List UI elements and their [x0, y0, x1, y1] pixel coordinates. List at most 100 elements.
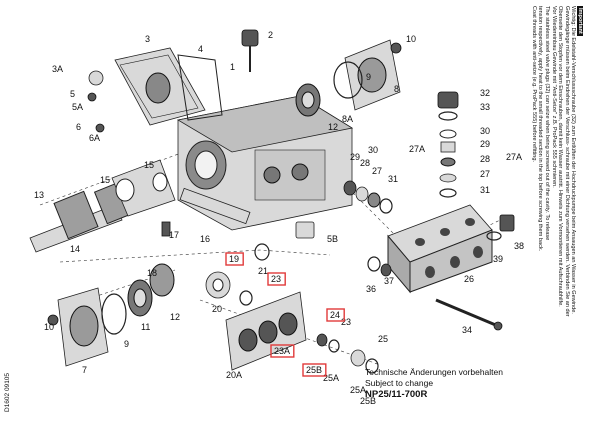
part-callout: 34 [462, 325, 472, 335]
part-callout: 33 [480, 102, 490, 112]
part-callout: 39 [493, 254, 503, 264]
pump-head [387, 204, 493, 294]
important-heading: Important [577, 6, 583, 36]
plunger-seals [205, 243, 270, 306]
part-callout: 9 [366, 72, 371, 82]
part-callout: 30 [480, 126, 490, 136]
part-callout: 29 [350, 152, 360, 162]
part-callout: 9 [124, 339, 129, 349]
part-callout: 21 [258, 266, 268, 276]
part-callout: 23 [341, 317, 351, 327]
part-callout: 11 [141, 322, 150, 332]
footer-block: Technische Änderungen vorbehalten Subjec… [365, 367, 503, 400]
part-callout: 1 [230, 62, 235, 72]
note-de-2: Gewindegänge müssen beim Eindrehen der V… [563, 6, 570, 317]
part-callout: 23 [271, 274, 281, 284]
plugs [295, 214, 515, 277]
part-callout: 2 [268, 30, 273, 40]
crankcase [176, 95, 354, 231]
part-callout: 38 [514, 241, 524, 251]
valve-stack-right [437, 91, 459, 198]
part-callout: 20A [226, 370, 242, 380]
tie-bolt [435, 298, 503, 331]
part-callout: 3A [52, 64, 63, 74]
connecting-rods [111, 159, 176, 217]
part-callout: 5A [72, 102, 83, 112]
part-callout: 14 [70, 244, 80, 254]
part-callout: 29 [480, 139, 490, 149]
plunger-guide [161, 187, 251, 237]
part-callout: 23A [274, 346, 290, 356]
part-callout: 24 [330, 310, 340, 320]
highlight-box [302, 363, 327, 377]
part-callout: 37 [384, 276, 394, 286]
highlight-box [326, 308, 345, 322]
part-callout: 16 [200, 234, 210, 244]
footer-line-en: Subject to change [365, 378, 434, 388]
part-callout: 27A [506, 152, 522, 162]
part-callout: 28 [480, 154, 490, 164]
part-callout: 25 [378, 334, 388, 344]
assembly-axis [59, 249, 331, 263]
part-callout: 15 [144, 160, 154, 170]
part-callout: 28 [360, 158, 370, 168]
rear-cover [114, 47, 223, 126]
part-callout: 5 [70, 89, 75, 99]
seal-housing [225, 291, 307, 371]
part-callout: 31 [480, 185, 490, 195]
note-en-3: Coat threads with anti-seize (e.g. ProPa… [530, 6, 537, 163]
bearing-cover-upper [295, 39, 401, 117]
note-de-1: Wichtig: Die Edelstahl-Verschlussschraub… [570, 6, 577, 314]
part-callout: 7 [82, 365, 87, 375]
note-de-3: Oberseite den Stopfen vor dem Einschraub… [557, 6, 564, 307]
highlight-box [267, 272, 286, 286]
highlight-box [270, 344, 295, 358]
part-callout: 32 [480, 88, 490, 98]
part-callout: 6A [89, 133, 100, 143]
part-callout: 10 [406, 34, 416, 44]
footer-line-de: Technische Änderungen vorbehalten [365, 367, 503, 377]
oil-dipstick [241, 29, 259, 72]
note-en-2: tension respectively, apply heat to the … [537, 6, 544, 252]
valve-stack-left [343, 180, 393, 214]
front-bearing-assembly [57, 263, 175, 367]
part-callout: 17 [169, 230, 179, 240]
part-callout: 8 [394, 84, 399, 94]
part-callout: 26 [464, 274, 474, 284]
assembly-axis [339, 179, 501, 261]
part-callout: 27A [409, 144, 425, 154]
part-callout: 25A [350, 385, 366, 395]
part-callout: 27 [480, 169, 490, 179]
part-callout: 25A [323, 373, 339, 383]
assembly-axis [199, 299, 381, 366]
part-callout: 15 [100, 175, 110, 185]
part-callout: 18 [147, 268, 157, 278]
document-id: D1602 09105 [4, 372, 11, 412]
part-callout: 4 [198, 44, 203, 54]
part-callout: 25B [306, 365, 322, 375]
highlight-box [225, 252, 244, 266]
model-number: NP25/11-700R [365, 389, 428, 400]
important-note: Important Wichtig: Die Edelstahl-Verschl… [530, 6, 583, 317]
part-callout: 13 [34, 190, 44, 200]
note-de-4: Vor Wiedereinbau Gewinde mit "Anti-Seize… [550, 6, 557, 188]
part-callout: 3 [145, 34, 150, 44]
part-callout: 30 [368, 145, 378, 155]
bolts [47, 42, 402, 326]
part-callout: 31 [388, 174, 398, 184]
valve-seals [316, 333, 379, 374]
part-callout: 12 [328, 122, 338, 132]
part-callout: 36 [366, 284, 376, 294]
part-callout: 8A [342, 114, 353, 124]
part-callout: 27 [372, 166, 382, 176]
part-callout: 25B [360, 396, 376, 406]
note-en-1: The stainless steel valve plugs (32) can… [544, 6, 551, 241]
part-callout: 19 [229, 254, 239, 264]
part-callout: 6 [76, 122, 81, 132]
part-callout: 10 [44, 322, 54, 332]
part-callout: 12 [170, 312, 180, 322]
part-callout: 5B [327, 234, 338, 244]
